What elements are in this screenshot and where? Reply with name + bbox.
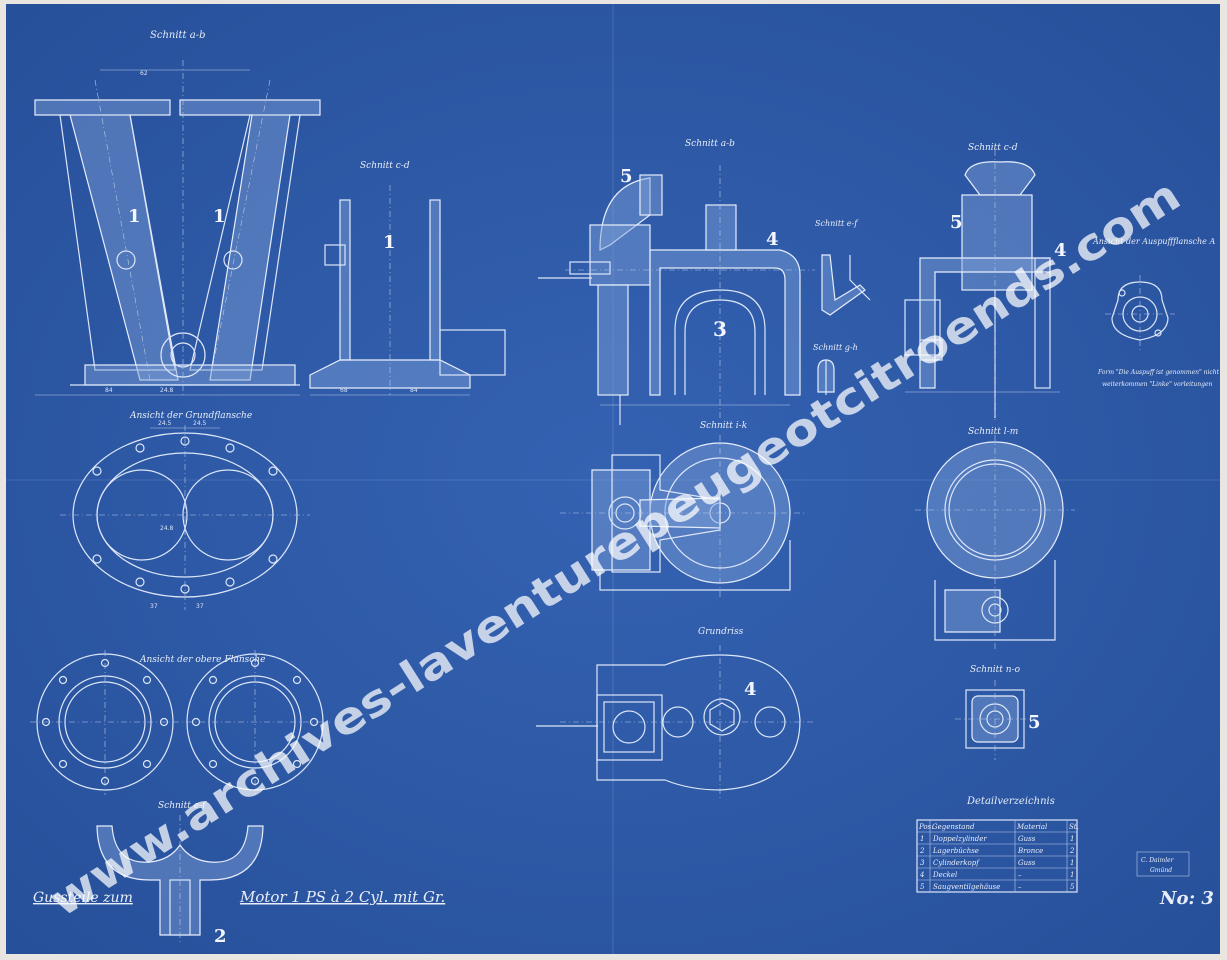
section-lm: Schnitt l-m xyxy=(915,427,1075,650)
table-cell: – xyxy=(1018,871,1022,879)
table-cell: Saugventilgehäuse xyxy=(933,883,1000,891)
svg-text:68: 68 xyxy=(340,387,348,394)
parts-list-title: Detailverzeichnis xyxy=(966,796,1055,807)
part-number-4c: 4 xyxy=(744,679,757,700)
table-cell: 1 xyxy=(920,835,924,843)
table-cell: Bronce xyxy=(1017,847,1043,855)
svg-text:Ansicht der Auspuffflansche A: Ansicht der Auspuffflansche A xyxy=(1092,237,1215,246)
svg-text:37: 37 xyxy=(150,603,158,610)
svg-text:Grundriss: Grundriss xyxy=(698,627,744,637)
table-cell: 4 xyxy=(919,871,924,879)
svg-text:Ansicht der obere Flansche: Ansicht der obere Flansche xyxy=(139,655,265,665)
part-number-1b: 1 xyxy=(213,206,226,227)
view-title: Schnitt a-b xyxy=(150,30,206,41)
table-cell: 5 xyxy=(1070,883,1075,891)
svg-text:37: 37 xyxy=(196,603,204,610)
table-cell: 2 xyxy=(1069,847,1075,855)
part-number-4a: 4 xyxy=(766,229,779,250)
section-no: Schnitt n-o 5 xyxy=(955,665,1041,760)
bottom-flange-view: Ansicht der Grundflansche 24.5 24.5 24.8… xyxy=(60,411,310,610)
svg-text:24.5: 24.5 xyxy=(193,420,207,427)
table-cell: Lagerbüchse xyxy=(932,847,979,855)
table-cell: – xyxy=(1018,883,1022,891)
cylinder-pair-section: Schnitt a-b 62 84 24.8 1 1 xyxy=(34,30,321,396)
part-number-5a: 5 xyxy=(620,166,633,187)
cylinder-side-section: Schnitt c-d 68 84 1 xyxy=(309,161,506,396)
svg-text:Schnitt i-k: Schnitt i-k xyxy=(700,421,747,431)
part-number-1a: 1 xyxy=(128,206,141,227)
part-number-3: 3 xyxy=(713,317,727,341)
table-cell: Cylinderkopf xyxy=(933,859,980,867)
parts-list: Detailverzeichnis Pos.Gegenstand Material… xyxy=(916,796,1079,893)
svg-text:24.8: 24.8 xyxy=(160,525,174,532)
parts-table: Pos.Gegenstand Material St. 1 Doppelzylinder… xyxy=(916,819,1079,893)
crankcase-section-ab: Schnitt a-b 5 4 3 xyxy=(538,139,815,425)
svg-text:62: 62 xyxy=(140,70,148,77)
part-number-5b: 5 xyxy=(950,212,963,233)
svg-text:Schnitt n-o: Schnitt n-o xyxy=(970,665,1021,675)
table-header: Pos. xyxy=(918,823,933,831)
svg-text:Schnitt c-d: Schnitt c-d xyxy=(968,143,1018,153)
small-sections: Schnitt e-f Schnitt g-h xyxy=(813,219,871,395)
svg-text:Schnitt a-b: Schnitt a-b xyxy=(685,139,735,149)
svg-text:Schnitt c-d: Schnitt c-d xyxy=(360,161,410,171)
table-cell: 1 xyxy=(1070,835,1074,843)
company-stamp: C. Daimler Gmünd xyxy=(1136,851,1190,877)
table-cell: Guss xyxy=(1018,835,1036,843)
part-number-2: 2 xyxy=(214,926,227,947)
crankcase-section-cd: Schnitt c-d 5 4 xyxy=(904,143,1067,420)
part-number-4b: 4 xyxy=(1054,240,1067,261)
title-left: Gussteile zum xyxy=(33,890,133,906)
svg-text:Schnitt e-f: Schnitt e-f xyxy=(158,801,207,811)
table-cell: 3 xyxy=(920,859,925,867)
sheet-number: No: 3 xyxy=(1159,888,1214,909)
ground-plan: Grundriss 4 xyxy=(536,627,815,800)
svg-text:C. Daimler: C. Daimler xyxy=(1141,857,1175,864)
svg-text:Schnitt l-m: Schnitt l-m xyxy=(968,427,1018,437)
svg-text:24.5: 24.5 xyxy=(158,420,172,427)
upper-flange-view: Ansicht der obere Flansche xyxy=(30,650,330,795)
table-cell: 5 xyxy=(920,883,925,891)
part-number-1c: 1 xyxy=(383,232,396,253)
section-ik: Schnitt i-k xyxy=(560,421,805,600)
table-header: Material xyxy=(1016,823,1047,831)
svg-text:84: 84 xyxy=(410,387,418,394)
table-header: St. xyxy=(1069,823,1079,831)
svg-text:Gmünd: Gmünd xyxy=(1150,867,1172,874)
u-section: Schnitt e-f 2 xyxy=(96,801,264,947)
svg-text:Ansicht der Grundflansche: Ansicht der Grundflansche xyxy=(129,411,252,421)
svg-text:Form "Die Auspuff ist genommen: Form "Die Auspuff ist genommen" nicht xyxy=(1097,369,1220,376)
svg-text:84: 84 xyxy=(105,387,113,394)
exhaust-flange-view: Ansicht der Auspuffflansche A Form "Die … xyxy=(1092,237,1220,388)
table-header: Gegenstand xyxy=(932,823,975,831)
svg-text:Schnitt e-f: Schnitt e-f xyxy=(815,219,859,228)
table-cell: 1 xyxy=(1070,871,1074,879)
title-block: Gussteile zum Motor 1 PS à 2 Cyl. mit Gr… xyxy=(33,888,1214,909)
svg-text:Schnitt g-h: Schnitt g-h xyxy=(813,343,858,352)
svg-text:24.8: 24.8 xyxy=(160,387,174,394)
table-cell: 1 xyxy=(1070,859,1074,867)
table-cell: 2 xyxy=(919,847,925,855)
title-middle: Motor 1 PS à 2 Cyl. mit Gr. xyxy=(239,888,445,906)
table-cell: Deckel xyxy=(932,871,957,879)
table-cell: Doppelzylinder xyxy=(932,835,987,843)
table-cell: Guss xyxy=(1018,859,1036,867)
svg-text:weiterkommen "Linke" vorleitun: weiterkommen "Linke" vorleitungen xyxy=(1102,381,1213,388)
part-number-5c: 5 xyxy=(1028,712,1041,733)
